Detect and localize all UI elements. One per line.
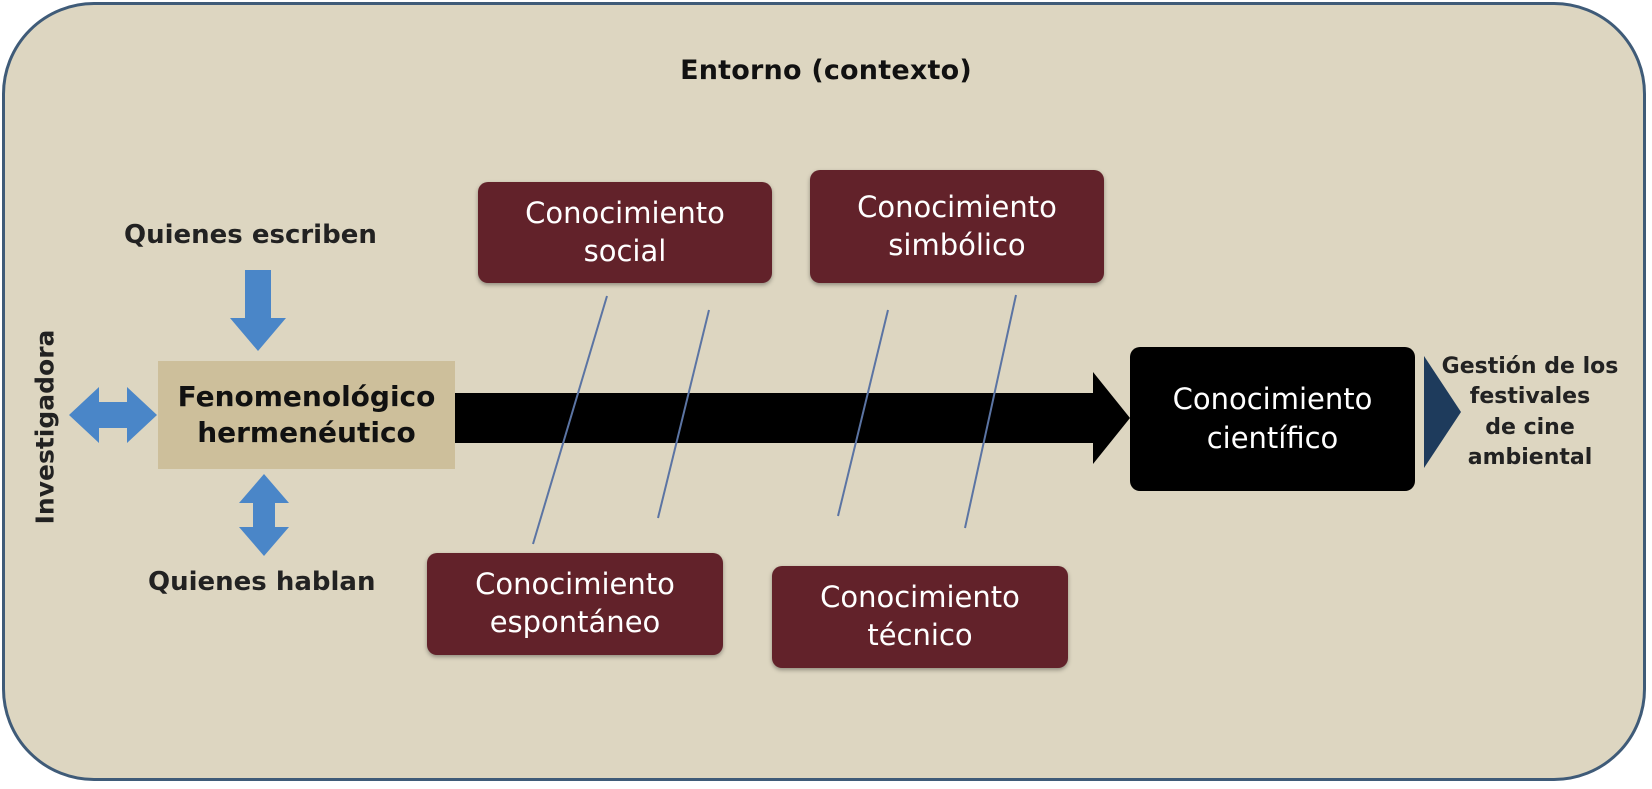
diagonal-line-3 <box>837 309 889 517</box>
diagonal-line-1 <box>532 295 608 545</box>
investigadora-label: Investigadora <box>30 329 60 525</box>
main-arrow <box>455 372 1130 464</box>
horizontal-double-arrow-icon <box>69 387 157 443</box>
conocimiento-tecnico-box: Conocimiento técnico <box>772 566 1068 668</box>
conocimiento-cientifico-box: Conocimiento científico <box>1130 347 1415 491</box>
gestion-festivales-label: Gestión de los festivales de cine ambien… <box>1441 354 1619 471</box>
fenomenologico-box: Fenomenológico hermenéutico <box>158 361 455 469</box>
chevron-right-icon <box>1424 356 1461 468</box>
quienes-hablan-label: Quienes hablan <box>148 567 376 597</box>
diagram-title: Entorno (contexto) <box>680 55 972 86</box>
conocimiento-simbolico-box: Conocimiento simbólico <box>810 170 1104 283</box>
down-arrow-icon <box>230 270 286 351</box>
diagonal-line-2 <box>657 309 710 519</box>
conocimiento-espontaneo-box: Conocimiento espontáneo <box>427 553 723 655</box>
conocimiento-social-box: Conocimiento social <box>478 182 772 283</box>
vertical-double-arrow-icon <box>239 474 289 556</box>
quienes-escriben-label: Quienes escriben <box>124 220 377 250</box>
diagonal-line-4 <box>964 294 1017 529</box>
